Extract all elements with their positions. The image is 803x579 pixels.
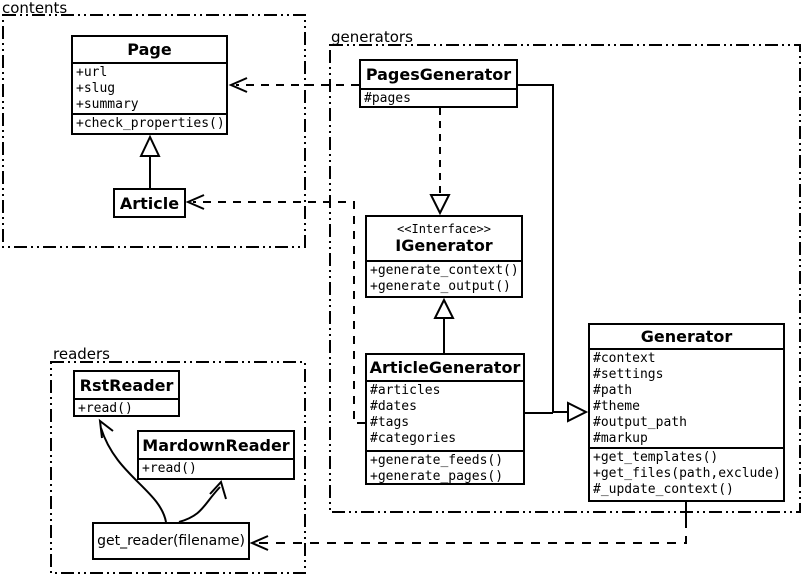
class-rstreader-methods: +read() [75, 398, 178, 415]
attribute: #articles [370, 383, 441, 398]
class-igenerator-stereotype: <<Interface>> [397, 222, 491, 236]
attribute: #output_path [593, 415, 687, 430]
class-article-title: Article [119, 193, 180, 213]
method: +read() [78, 401, 133, 415]
class-rstreader-title: RstReader [79, 375, 174, 395]
class-igenerator: <<Interface>> IGenerator +generate_conte… [365, 215, 523, 298]
method: +get_files(path,exclude) [593, 466, 781, 481]
class-page-attributes: +url +slug +summary [73, 62, 226, 113]
class-pagesgenerator: PagesGenerator #pages [359, 59, 518, 108]
class-article: Article [113, 188, 186, 218]
class-generator-methods: +get_templates() +get_files(path,exclude… [590, 447, 783, 500]
attribute: +url [76, 65, 108, 80]
class-articlegenerator-title: ArticleGenerator [369, 358, 521, 377]
generalization-articlegenerator-to-igenerator [433, 297, 455, 353]
realization-pagesgenerator-to-igenerator [429, 108, 451, 216]
attribute: #categories [370, 431, 457, 446]
attribute: #settings [593, 367, 664, 382]
method: +read() [142, 461, 197, 476]
package-frame-contents [2, 14, 306, 248]
attribute: +summary [76, 97, 139, 112]
attribute: #dates [370, 399, 417, 414]
class-articlegenerator-methods: +generate_feeds() +generate_pages() [367, 450, 523, 483]
method: #_update_context() [593, 482, 734, 497]
package-label-generators: generators [331, 28, 413, 46]
attribute: #markup [593, 431, 648, 446]
method: +generate_feeds() [370, 453, 504, 468]
association-get-reader-to-rstreader [98, 418, 167, 523]
class-mardownreader: MardownReader +read() [137, 430, 295, 480]
attribute: +slug [76, 81, 116, 96]
class-articlegenerator-attributes: #articles #dates #tags #categories [367, 380, 523, 450]
method: +generate_output() [370, 279, 511, 294]
attribute: #context [593, 351, 656, 366]
class-generator: Generator #context #settings #path #them… [588, 323, 785, 502]
association-get-reader-to-mardownreader [178, 480, 227, 523]
dependency-articlegenerator-to-article [185, 194, 365, 424]
class-generator-title: Generator [640, 327, 733, 346]
class-igenerator-methods: +generate_context() +generate_output() [367, 260, 521, 296]
class-page-methods: +check_properties() [73, 113, 226, 133]
method: +get_templates() [593, 450, 719, 465]
class-mardownreader-title: MardownReader [142, 435, 290, 455]
class-page-title: Page [127, 40, 172, 59]
method: +generate_context() [370, 263, 519, 278]
class-mardownreader-methods: +read() [139, 458, 293, 478]
function-get-reader-label: get_reader(filename) [97, 533, 245, 549]
function-get-reader: get_reader(filename) [92, 522, 250, 560]
class-rstreader: RstReader +read() [73, 370, 180, 417]
dependency-pagesgenerator-to-page [228, 77, 359, 93]
class-page: Page +url +slug +summary +check_properti… [71, 35, 228, 135]
package-label-contents: contents [2, 0, 68, 17]
method: +generate_pages() [370, 469, 504, 483]
class-pagesgenerator-attributes: #pages [361, 88, 516, 106]
package-frame-readers [50, 361, 306, 574]
class-generator-attributes: #context #settings #path #theme #output_… [590, 348, 783, 447]
generalization-generators-to-generator [518, 84, 589, 423]
package-label-readers: readers [53, 345, 110, 363]
dependency-generator-to-get-reader [249, 502, 687, 551]
class-igenerator-name: IGenerator [395, 236, 493, 255]
method: +check_properties() [76, 116, 225, 131]
attribute: #tags [370, 415, 410, 430]
attribute: #pages [364, 91, 411, 106]
generalization-article-to-page [139, 134, 161, 188]
class-pagesgenerator-title: PagesGenerator [365, 65, 512, 84]
package-frame-generators [329, 44, 801, 513]
class-igenerator-title: <<Interface>> IGenerator [367, 217, 521, 260]
class-articlegenerator: ArticleGenerator #articles #dates #tags … [365, 353, 525, 485]
attribute: #path [593, 383, 633, 398]
attribute: #theme [593, 399, 640, 414]
